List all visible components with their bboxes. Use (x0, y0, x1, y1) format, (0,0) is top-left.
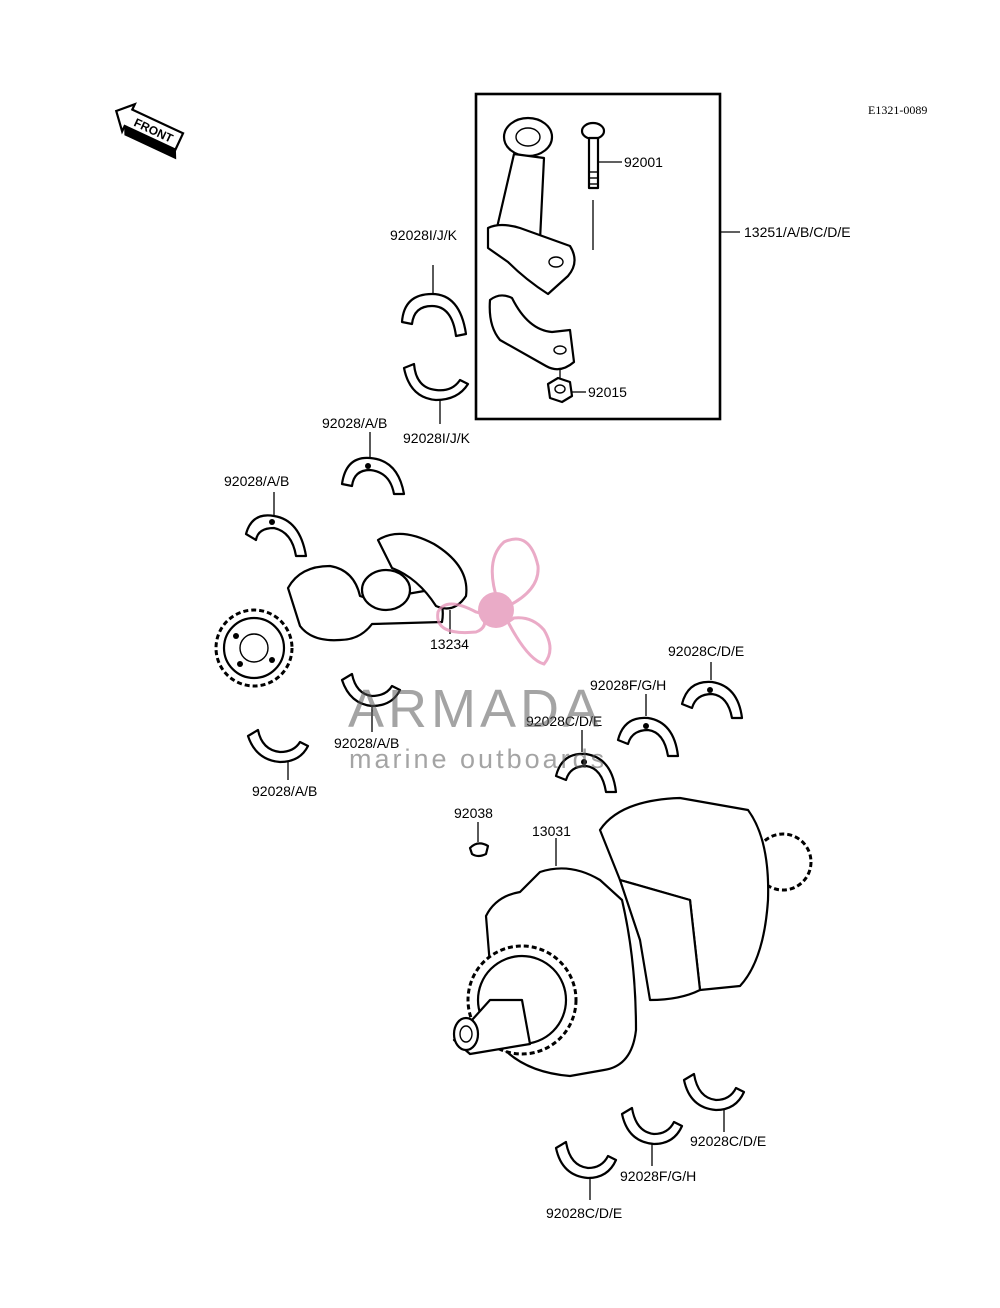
rod-bearing-lower (402, 362, 470, 424)
label-92028ab-2: 92028/A/B (224, 473, 289, 489)
rod-nut (546, 368, 586, 404)
watermark-brand: ARMADA (348, 679, 603, 739)
balancer-bearing-3 (340, 672, 402, 732)
label-92028cde-upper-1: 92028C/D/E (668, 643, 744, 659)
main-bearing-lower-2 (620, 1106, 684, 1166)
balancer-bearing-4 (246, 728, 310, 780)
label-92038: 92038 (454, 805, 493, 821)
main-bearing-upper-2 (616, 694, 680, 758)
label-92028ijk-lower: 92028I/J/K (403, 430, 471, 446)
label-92028cde-upper-3: 92028C/D/E (526, 713, 602, 729)
label-92028ab-4: 92028/A/B (252, 783, 317, 799)
label-13031: 13031 (532, 823, 571, 839)
rod-assembly-box (474, 92, 722, 421)
balancer-bearing-2 (244, 492, 308, 558)
label-13234: 13234 (430, 636, 469, 652)
label-13251: 13251/A/B/C/D/E (744, 224, 851, 240)
balancer-bearing-1 (340, 432, 406, 496)
main-bearing-lower-3 (554, 1140, 618, 1200)
main-bearing-upper-3 (554, 730, 618, 794)
label-92028ijk-upper: 92028I/J/K (390, 227, 458, 243)
label-92015: 92015 (588, 384, 627, 400)
connecting-rod (486, 116, 576, 371)
front-arrow-icon: FRONT (114, 102, 185, 160)
label-92028cde-lower-3: 92028C/D/E (546, 1205, 622, 1221)
label-92028cde-lower-1: 92028C/D/E (690, 1133, 766, 1149)
label-92028fgh-lower-2: 92028F/G/H (620, 1168, 696, 1184)
watermark-tagline: marine outboards (349, 744, 607, 774)
figure-id: E1321-0089 (868, 103, 927, 117)
main-bearing-lower-1 (682, 1072, 746, 1132)
label-92028fgh-upper-2: 92028F/G/H (590, 677, 666, 693)
balancer-shaft (214, 532, 468, 688)
crankshaft (452, 796, 813, 1078)
armada-logo (436, 537, 552, 666)
label-92028ab-1: 92028/A/B (322, 415, 387, 431)
label-92001: 92001 (624, 154, 663, 170)
rod-bolt (580, 121, 622, 250)
rod-bearing-upper (400, 265, 468, 338)
main-bearing-upper-1 (680, 662, 744, 720)
label-92028ab-3: 92028/A/B (334, 735, 399, 751)
woodruff-key (468, 822, 490, 858)
